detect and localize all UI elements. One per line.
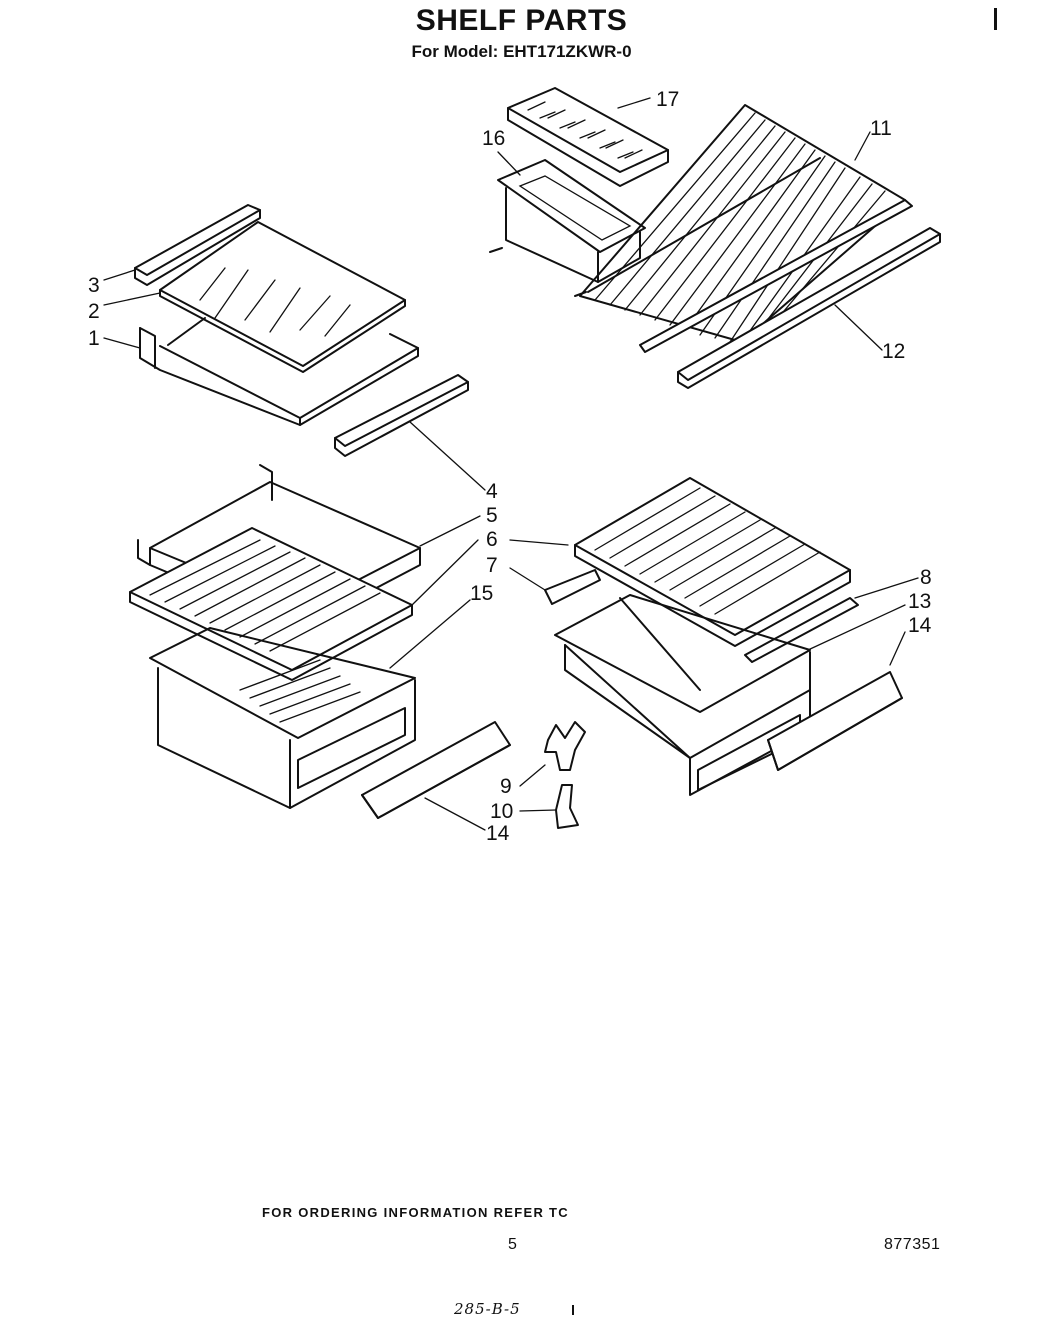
- callout-8: 8: [920, 566, 932, 589]
- callout-10: 10: [490, 800, 513, 823]
- glass-shelf-part-2: [159, 221, 406, 373]
- callout-1: 1: [88, 327, 100, 350]
- shelf-trim-part-8: [744, 597, 859, 663]
- document-code: 877351: [884, 1236, 941, 1253]
- handwritten-reference: 285-B-5: [454, 1300, 521, 1318]
- callout-3: 3: [88, 274, 100, 297]
- callout-16: 16: [482, 127, 505, 150]
- shelf-trim-part-4: [334, 374, 469, 457]
- drawer-trim-part-14-right: [767, 671, 903, 771]
- callout-5: 5: [486, 504, 498, 527]
- callout-2: 2: [88, 300, 100, 323]
- shelf-trim-part-7: [544, 569, 601, 605]
- callout-7: 7: [486, 554, 498, 577]
- callout-14-right: 14: [908, 614, 932, 637]
- callout-15: 15: [470, 582, 493, 605]
- crisper-cover-grid-part-6: [129, 527, 413, 681]
- stray-mark: [572, 1305, 574, 1315]
- callout-6: 6: [486, 528, 498, 551]
- crisper-cover-grid-right: [574, 477, 851, 647]
- callout-4: 4: [486, 480, 498, 503]
- callout-13: 13: [908, 590, 931, 613]
- model-subtitle: For Model: EHT171ZKWR-0: [411, 42, 632, 61]
- shelf-trim-part-12: [639, 199, 941, 389]
- page-number: 5: [508, 1236, 517, 1253]
- callout-11: 11: [870, 117, 892, 140]
- crisper-drawer-part-15: [149, 627, 416, 809]
- freezer-bin-part-16: [497, 159, 646, 283]
- callout-labels: 1 2 3 4 5 6 7 8 9 10 11 12 13 14 14 15 1…: [88, 88, 932, 845]
- shelf-trim-part-3: [134, 204, 261, 286]
- ordering-info-note: FOR ORDERING INFORMATION REFER TC: [262, 1205, 569, 1220]
- leader-lines: [103, 97, 919, 831]
- shelf-frame-part-1: [139, 317, 419, 426]
- drawer-trim-part-14-left: [361, 721, 511, 819]
- callout-12: 12: [882, 340, 905, 363]
- shelf-pin-part-10: [555, 784, 579, 829]
- ice-tray-part-17: [507, 87, 669, 187]
- callout-14-left: 14: [486, 822, 510, 845]
- shelf-support-part-9: [544, 721, 586, 771]
- wire-shelf-part-11: [489, 104, 906, 343]
- callout-9: 9: [500, 775, 512, 798]
- page-title: SHELF PARTS: [415, 4, 628, 37]
- edge-mark: [994, 8, 997, 30]
- callout-17: 17: [656, 88, 679, 111]
